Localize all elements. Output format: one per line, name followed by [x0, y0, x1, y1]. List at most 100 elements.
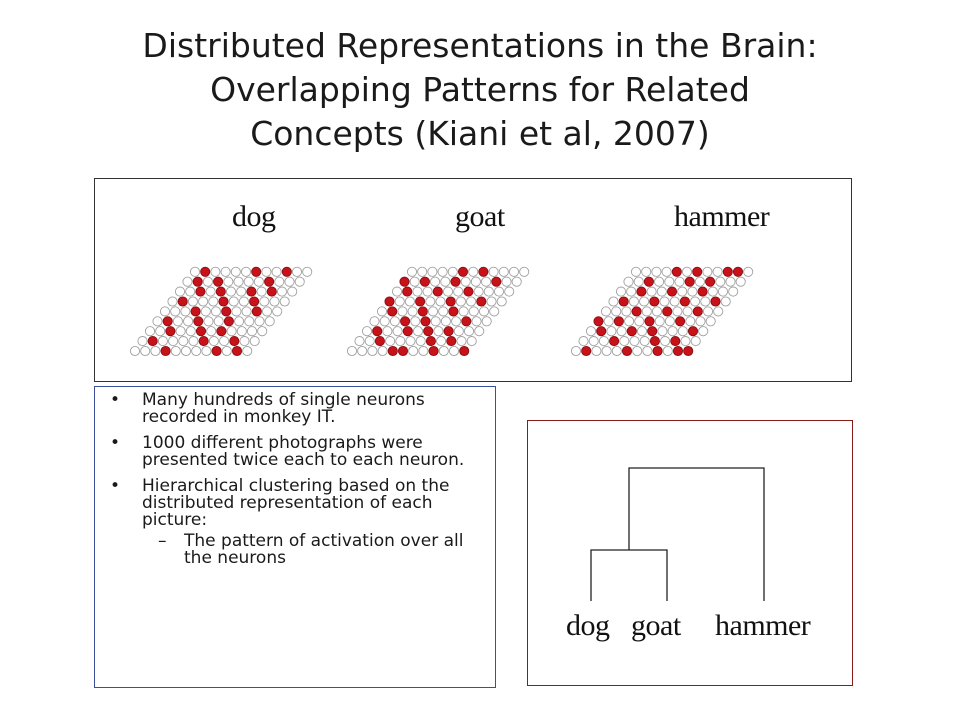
- bullet-text: Hierarchical clustering based on the dis…: [142, 476, 450, 530]
- neuron-inactive: [376, 306, 388, 317]
- neuron-inactive: [642, 345, 653, 357]
- grid-label-dog: dog: [232, 200, 276, 233]
- neuron-inactive: [180, 345, 192, 357]
- neuron-inactive: [468, 266, 479, 277]
- neuron-inactive: [202, 276, 213, 287]
- neuron-inactive: [458, 306, 469, 317]
- neuron-inactive: [654, 316, 665, 327]
- neuron-active: [652, 345, 663, 357]
- neuron-active: [446, 336, 457, 347]
- neuron-inactive: [601, 345, 612, 357]
- neuron-inactive: [259, 296, 270, 307]
- neuron-active: [400, 316, 411, 327]
- neuron-inactive: [442, 286, 454, 297]
- neuron-inactive: [257, 326, 268, 337]
- neuron-inactive: [213, 316, 224, 327]
- neuron-active: [732, 266, 744, 277]
- neuron-inactive: [228, 296, 239, 307]
- neuron-inactive: [379, 316, 390, 327]
- neuron-inactive: [669, 296, 680, 307]
- neuron-inactive: [392, 326, 403, 337]
- neuron-inactive: [712, 266, 723, 277]
- neuron-inactive: [210, 266, 221, 277]
- neuron-active: [432, 286, 443, 297]
- neuron-active: [596, 326, 607, 337]
- neuron-inactive: [436, 336, 447, 347]
- neuron-active: [643, 276, 654, 287]
- neuron-inactive: [470, 276, 481, 287]
- neuron-inactive: [220, 266, 231, 277]
- neuron-inactive: [418, 345, 429, 357]
- neuron-active: [692, 266, 703, 277]
- neuron-inactive: [438, 345, 449, 357]
- neuron-inactive: [585, 326, 597, 337]
- neuron-inactive: [662, 345, 673, 357]
- neuron-inactive: [705, 316, 716, 327]
- neuron-inactive: [377, 345, 388, 357]
- neuron-inactive: [636, 326, 648, 337]
- neuron-inactive: [600, 306, 612, 317]
- neuron-active: [147, 336, 158, 347]
- neuron-active: [374, 336, 385, 347]
- neuron-inactive: [157, 336, 168, 347]
- neuron-inactive: [219, 336, 230, 347]
- neuron-active: [705, 276, 716, 287]
- neuron-active: [420, 316, 431, 327]
- neuron-active: [649, 296, 660, 307]
- activation-patterns-panel: [94, 178, 852, 382]
- neuron-inactive: [603, 316, 614, 327]
- neuron-inactive: [570, 345, 582, 357]
- dendrogram-leaf-hammer: hammer: [715, 609, 811, 642]
- neuron-inactive: [412, 326, 424, 337]
- neuron-inactive: [191, 345, 202, 357]
- neuron-inactive: [498, 266, 509, 277]
- neuron-inactive: [187, 296, 198, 307]
- neuron-active: [165, 326, 176, 337]
- neuron-active: [626, 326, 637, 337]
- neuron-active: [249, 296, 260, 307]
- neuron-inactive: [588, 336, 599, 347]
- neuron-inactive: [417, 266, 428, 277]
- neuron-inactive: [346, 345, 358, 357]
- neuron-inactive: [261, 306, 273, 317]
- neuron-inactive: [279, 296, 290, 307]
- neuron-inactive: [606, 326, 617, 337]
- neuron-grid-dog: [129, 266, 313, 357]
- neuron-inactive: [451, 316, 462, 327]
- bullet-dot: •: [110, 390, 121, 410]
- neuron-inactive: [261, 266, 272, 277]
- neuron-inactive: [656, 286, 667, 297]
- neuron-inactive: [519, 266, 530, 277]
- neuron-active: [581, 345, 592, 357]
- neuron-active: [387, 306, 398, 317]
- neuron-active: [722, 266, 733, 277]
- neuron-inactive: [460, 276, 471, 287]
- dendrogram-branch-root: [628, 467, 765, 601]
- neuron-active: [670, 336, 681, 347]
- neuron-inactive: [170, 306, 181, 317]
- neuron-inactive: [651, 266, 662, 277]
- neuron-inactive: [406, 266, 418, 277]
- neuron-inactive: [430, 316, 441, 327]
- neuron-inactive: [175, 326, 186, 337]
- neuron-active: [683, 345, 694, 357]
- neuron-inactive: [189, 266, 201, 277]
- neuron-inactive: [664, 276, 675, 287]
- neuron-active: [399, 276, 410, 287]
- neuron-inactive: [422, 286, 433, 297]
- neuron-inactive: [715, 276, 726, 287]
- neuron-inactive: [453, 326, 464, 337]
- bullet-item: • 1000 different photographs were presen…: [104, 435, 490, 469]
- neuron-inactive: [291, 266, 303, 277]
- neuron-inactive: [728, 286, 739, 297]
- neuron-inactive: [238, 296, 249, 307]
- neuron-active: [402, 326, 413, 337]
- neuron-inactive: [481, 276, 492, 287]
- neuron-active: [397, 345, 409, 357]
- neuron-inactive: [264, 316, 275, 327]
- neuron-active: [636, 286, 647, 297]
- neuron-inactive: [240, 266, 252, 277]
- neuron-inactive: [659, 296, 670, 307]
- neuron-inactive: [239, 336, 250, 347]
